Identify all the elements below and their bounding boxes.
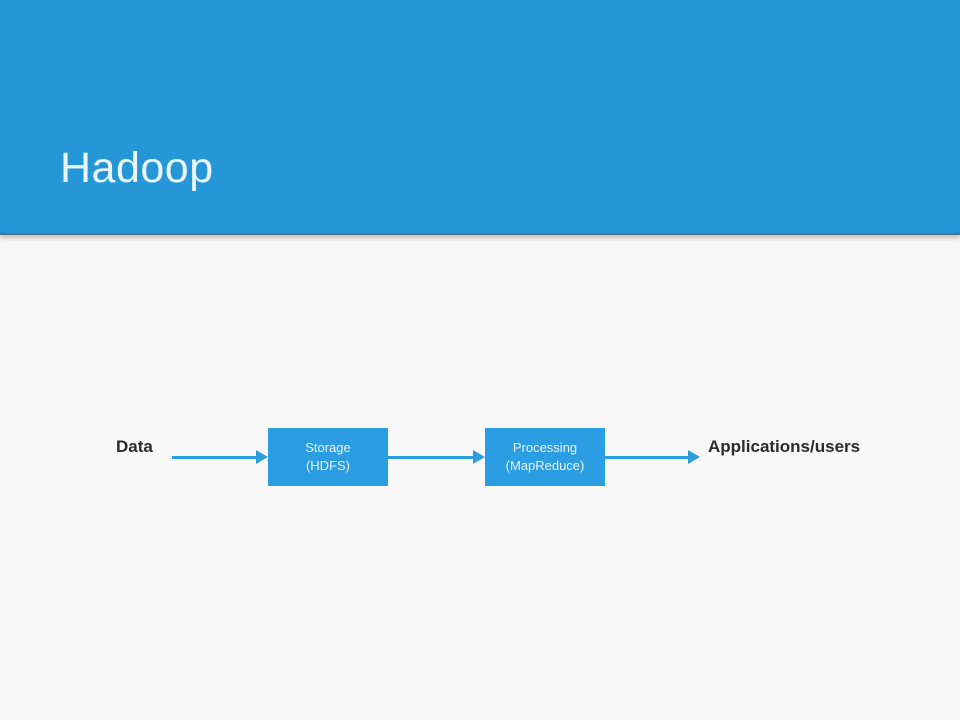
arrow-line [388, 456, 476, 459]
flow-arrow-storage-to-processing [388, 450, 485, 465]
processing-node-label-line2: (MapReduce) [505, 458, 585, 473]
arrow-head-icon [688, 450, 700, 464]
arrow-head-icon [256, 450, 268, 464]
storage-node-label-line1: Storage [305, 440, 351, 455]
arrow-line [605, 456, 691, 459]
processing-node: Processing (MapReduce) [485, 428, 605, 486]
arrow-head-icon [473, 450, 485, 464]
data-source-label: Data [116, 437, 153, 456]
slide-title: Hadoop [60, 144, 214, 192]
flow-arrow-data-to-storage [172, 450, 268, 465]
processing-node-label-line1: Processing [512, 440, 578, 455]
slide-header-band: Hadoop [0, 0, 960, 235]
storage-node-label-line2: (HDFS) [305, 458, 351, 473]
storage-node: Storage (HDFS) [268, 428, 388, 486]
arrow-line [172, 456, 259, 459]
flow-arrow-processing-to-applications [605, 450, 700, 465]
applications-users-label: Applications/users [708, 437, 861, 456]
